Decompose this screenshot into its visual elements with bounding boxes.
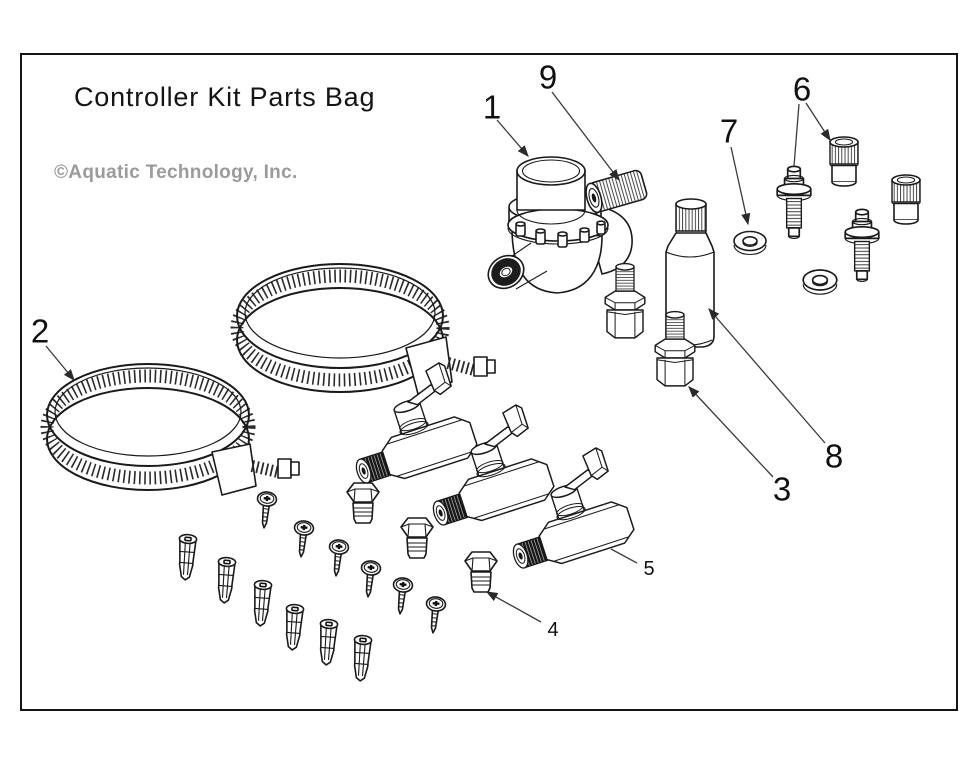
page-title: Controller Kit Parts Bag bbox=[74, 82, 376, 112]
part-injection-fitting-2 bbox=[844, 208, 880, 283]
callout-7: 7 bbox=[720, 113, 738, 150]
callout-2: 2 bbox=[31, 313, 49, 350]
callouts: 1 9 6 7 2 8 3 5 4 bbox=[31, 59, 843, 642]
part-screws bbox=[253, 489, 448, 636]
part-hose-clamp-lower bbox=[40, 363, 300, 496]
flange-bolt-ring bbox=[507, 208, 609, 248]
part-hex-plug-2 bbox=[400, 517, 434, 559]
worm-gear-housing bbox=[211, 443, 257, 496]
part-knurled-cap-2 bbox=[891, 174, 921, 225]
part-threaded-nipple bbox=[585, 169, 648, 214]
callout-9: 9 bbox=[539, 59, 557, 96]
part-knurled-cap-1 bbox=[829, 136, 859, 187]
part-feeder-assembly bbox=[487, 156, 633, 294]
callout-3: 3 bbox=[773, 471, 791, 508]
part-injection-fitting-1 bbox=[776, 165, 812, 240]
part-wall-anchors bbox=[175, 533, 373, 683]
part-hex-plug-1 bbox=[346, 482, 380, 524]
callout-5: 5 bbox=[643, 558, 654, 580]
callout-1: 1 bbox=[483, 89, 501, 126]
part-washer-2 bbox=[802, 269, 838, 296]
part-hose-clamp-upper bbox=[230, 263, 496, 395]
part-hex-adapter-1 bbox=[604, 262, 646, 339]
callout-6: 6 bbox=[793, 71, 811, 108]
part-washer-1 bbox=[733, 230, 767, 256]
callout-4: 4 bbox=[547, 619, 558, 641]
part-hex-plug-3 bbox=[464, 551, 498, 593]
callout-8: 8 bbox=[825, 438, 843, 475]
watermark-text: ©Aquatic Technology, Inc. bbox=[54, 162, 298, 183]
